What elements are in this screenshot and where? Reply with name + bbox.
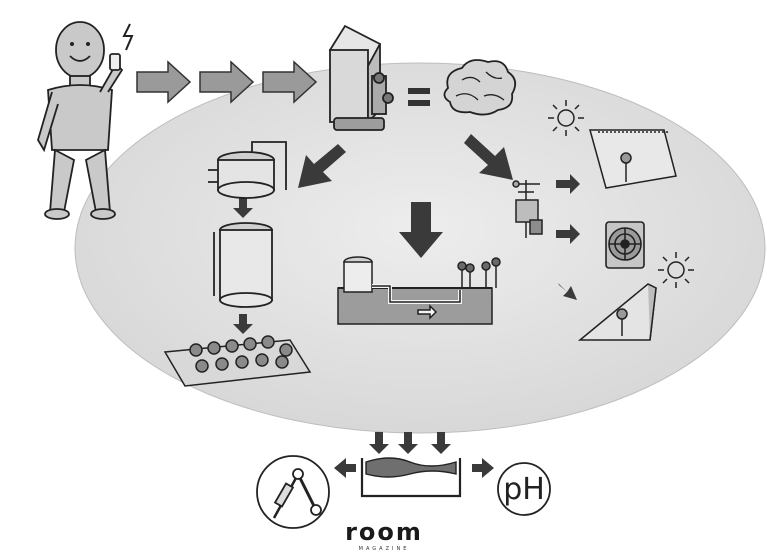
irrigation-section-icon [337,256,501,325]
maintenance-tools-icon [256,455,330,529]
greenhouse-open-icon [589,129,677,189]
equals-icon [408,88,430,106]
drainage-container-icon [360,457,462,498]
room-logo: room [345,518,423,546]
ph-meter-icon [497,462,551,516]
magazine-subtitle: MAGAZINE [359,546,410,552]
flow-arrows-right [136,60,318,104]
heated-tank-icon [208,141,287,199]
sun-icon [548,100,584,136]
storage-tank-icon [213,222,273,308]
weather-station-icon [512,180,543,238]
controller-cabinet-icon [328,24,394,131]
sun-icon-2 [658,252,694,288]
crop-field-icon [163,335,312,387]
greenhouse-closed-icon [577,283,657,341]
ventilation-fan-icon [605,221,645,269]
ph-label: pH [503,472,545,507]
process-arrows [233,134,580,334]
signal-bolt-icon [122,23,134,51]
brain-icon [443,59,517,116]
person-with-phone-icon [37,21,124,220]
drainage-arrows [334,432,494,478]
